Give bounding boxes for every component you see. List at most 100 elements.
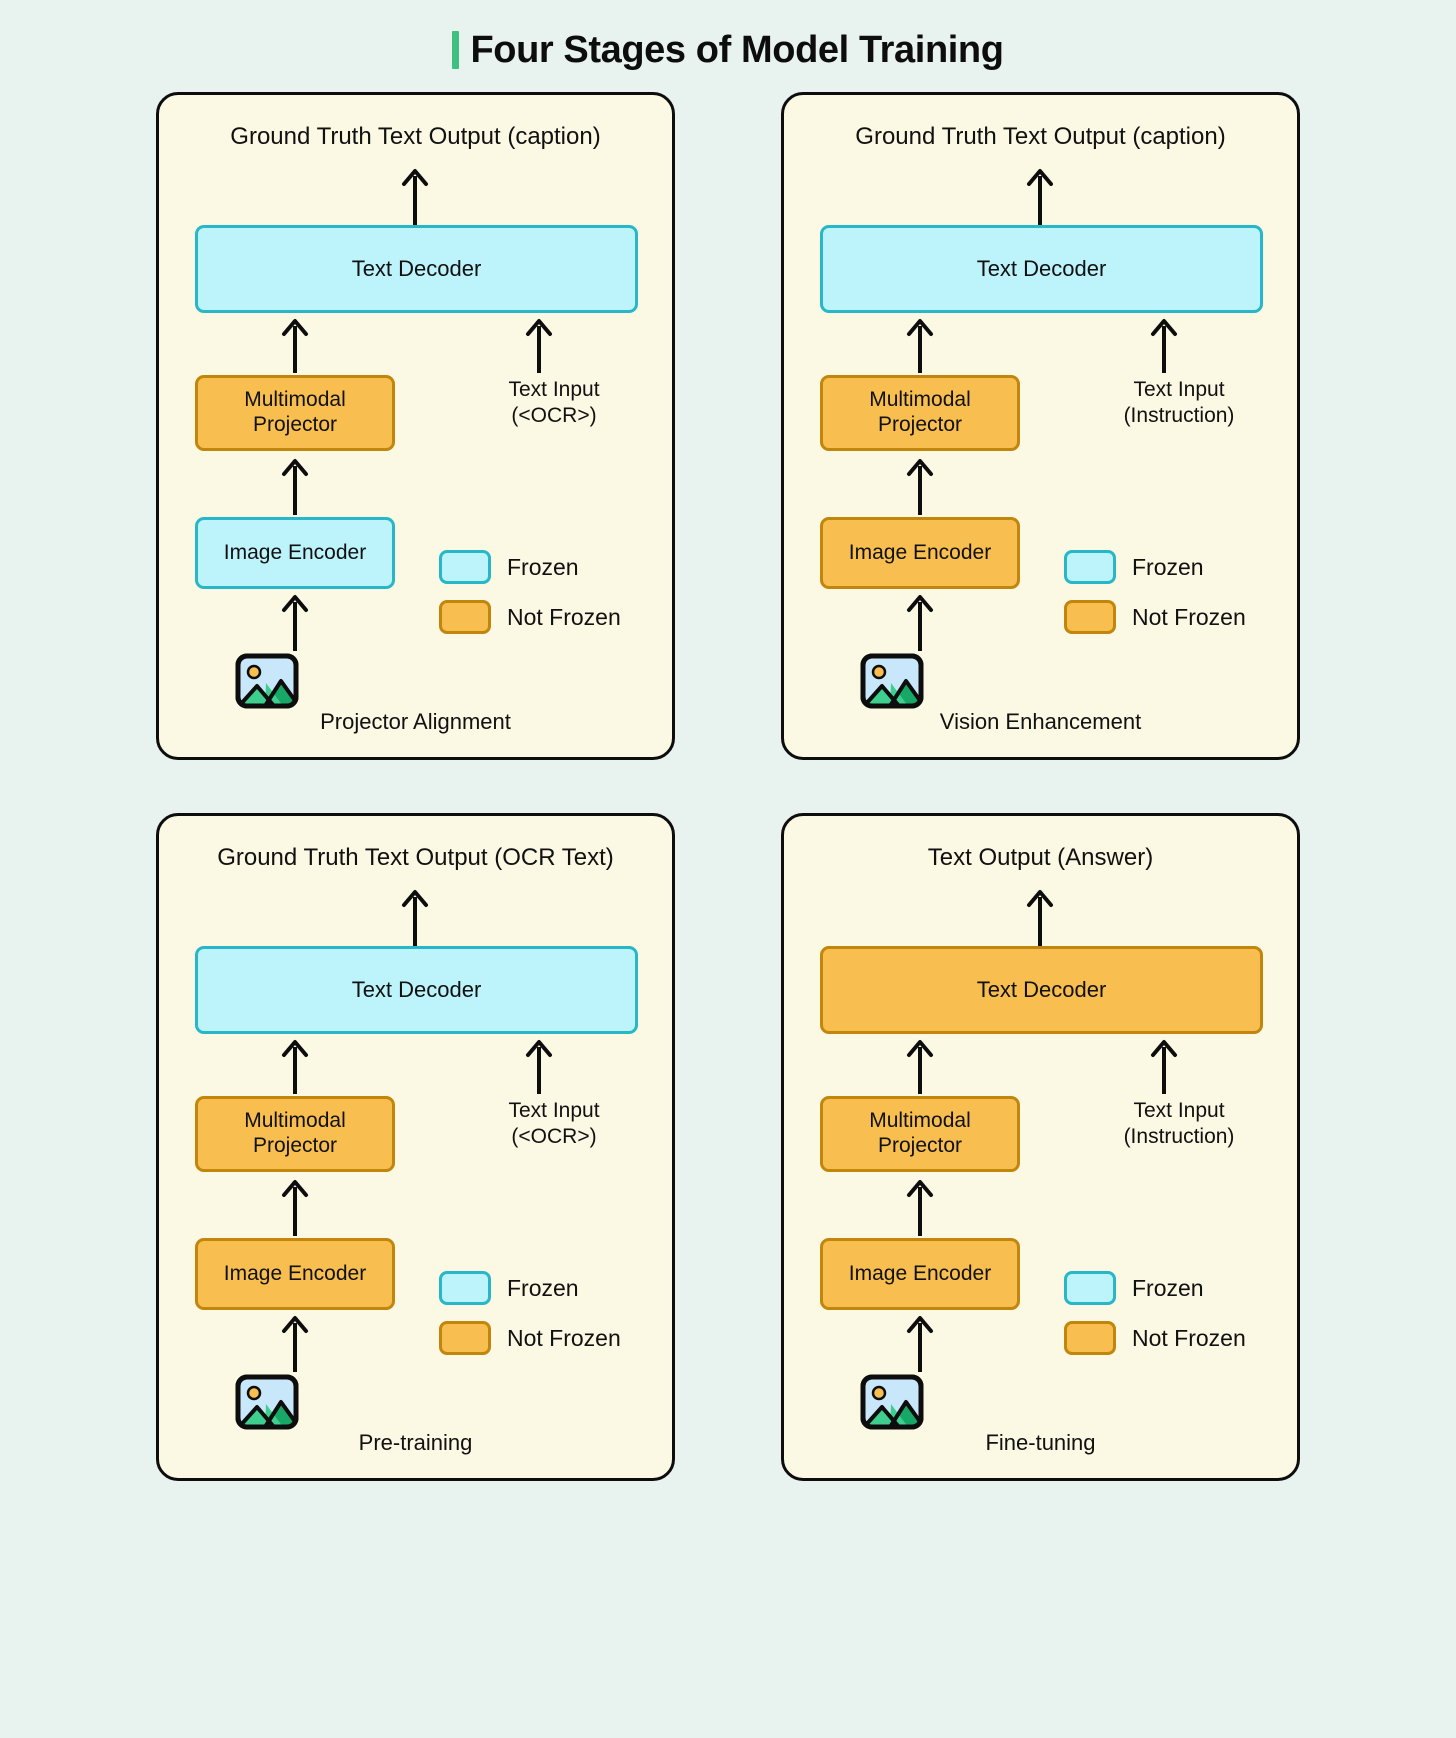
multimodal-projector-label-line1: Multimodal — [869, 1109, 971, 1133]
legend-swatch-frozen — [1064, 550, 1116, 584]
legend-row-not-frozen: Not Frozen — [439, 600, 621, 634]
legend-label-not-frozen: Not Frozen — [1132, 603, 1246, 630]
panel-heading: Ground Truth Text Output (caption) — [855, 123, 1226, 150]
multimodal-projector-label-line1: Multimodal — [244, 1109, 346, 1133]
image-placeholder-icon — [235, 653, 299, 709]
multimodal-projector-label-line1: Multimodal — [869, 388, 971, 412]
arrow-up-icon — [400, 888, 430, 946]
image-encoder-box[interactable]: Image Encoder — [195, 1238, 395, 1310]
multimodal-projector-label-line2: Projector — [877, 1134, 962, 1157]
arrow-up-icon — [1025, 888, 1055, 946]
multimodal-projector-label-line2: Projector — [252, 413, 337, 436]
arrow-up-icon — [905, 317, 935, 373]
multimodal-projector-label-line2: Projector — [252, 1134, 337, 1157]
legend-swatch-not-frozen — [1064, 600, 1116, 634]
arrow-up-icon — [400, 167, 430, 225]
text-input-line2: (Instruction) — [1123, 403, 1235, 427]
text-decoder-box[interactable]: Text Decoder — [195, 946, 638, 1034]
panel-caption: Pre-training — [358, 1430, 473, 1455]
legend-row-not-frozen: Not Frozen — [1064, 600, 1246, 634]
text-input-line2: (<OCR>) — [511, 1124, 597, 1148]
legend-swatch-frozen — [1064, 1271, 1116, 1305]
panel-vision-enhancement: Ground Truth Text Output (caption) Text D… — [781, 92, 1300, 760]
title-accent-bar — [452, 31, 460, 69]
legend-swatch-not-frozen — [1064, 1321, 1116, 1355]
panel-heading: Ground Truth Text Output (caption) — [230, 123, 601, 150]
panel-heading: Text Output (Answer) — [927, 844, 1154, 871]
panel-caption: Vision Enhancement — [939, 709, 1142, 734]
text-input-label: Text Input(Instruction) — [1084, 1098, 1274, 1149]
legend-swatch-not-frozen — [439, 1321, 491, 1355]
arrow-up-icon — [280, 1038, 310, 1094]
multimodal-projector-label-line1: Multimodal — [244, 388, 346, 412]
legend-swatch-frozen — [439, 550, 491, 584]
image-placeholder-icon — [235, 1374, 299, 1430]
text-input-label: Text Input(<OCR>) — [459, 1098, 649, 1149]
arrow-up-icon — [524, 317, 554, 373]
page-title: Four Stages of Model Training — [470, 28, 1004, 71]
panel-projector-alignment: Ground Truth Text Output (caption) Text D… — [156, 92, 675, 760]
text-input-label: Text Input(Instruction) — [1084, 377, 1274, 428]
panel-pre-training: Ground Truth Text Output (OCR Text) Text … — [156, 813, 675, 1481]
text-decoder-label: Text Decoder — [976, 977, 1107, 1003]
image-encoder-label: Image Encoder — [223, 1261, 367, 1285]
image-placeholder-icon — [860, 653, 924, 709]
text-input-line2: (<OCR>) — [511, 403, 597, 427]
text-decoder-label: Text Decoder — [351, 977, 482, 1003]
legend-row-not-frozen: Not Frozen — [1064, 1321, 1246, 1355]
image-encoder-label: Image Encoder — [223, 540, 367, 564]
arrow-up-icon — [280, 1314, 310, 1372]
legend-row-frozen: Frozen — [1064, 1271, 1246, 1305]
text-input-label: Text Input(<OCR>) — [459, 377, 649, 428]
text-decoder-box[interactable]: Text Decoder — [820, 225, 1263, 313]
legend-label-not-frozen: Not Frozen — [1132, 1324, 1246, 1351]
arrow-up-icon — [1149, 317, 1179, 373]
legend-label-not-frozen: Not Frozen — [507, 1324, 621, 1351]
text-input-line2: (Instruction) — [1123, 1124, 1235, 1148]
text-decoder-box[interactable]: Text Decoder — [820, 946, 1263, 1034]
text-decoder-label: Text Decoder — [976, 256, 1107, 282]
image-placeholder-icon — [860, 1374, 924, 1430]
legend-label-frozen: Frozen — [507, 1274, 579, 1301]
arrow-up-icon — [1149, 1038, 1179, 1094]
text-input-line1: Text Input — [508, 378, 600, 401]
multimodal-projector-label-line2: Projector — [877, 413, 962, 436]
page-header: Four Stages of Model Training — [0, 0, 1456, 92]
legend-swatch-frozen — [439, 1271, 491, 1305]
image-encoder-box[interactable]: Image Encoder — [820, 1238, 1020, 1310]
legend-row-frozen: Frozen — [439, 1271, 621, 1305]
panel-grid: Ground Truth Text Output (caption) Text D… — [0, 92, 1456, 1481]
arrow-up-icon — [280, 1178, 310, 1236]
legend-row-not-frozen: Not Frozen — [439, 1321, 621, 1355]
image-encoder-box[interactable]: Image Encoder — [820, 517, 1020, 589]
legend-row-frozen: Frozen — [1064, 550, 1246, 584]
text-input-line1: Text Input — [1133, 378, 1225, 401]
arrow-up-icon — [1025, 167, 1055, 225]
text-decoder-box[interactable]: Text Decoder — [195, 225, 638, 313]
arrow-up-icon — [905, 1178, 935, 1236]
text-decoder-label: Text Decoder — [351, 256, 482, 282]
panel-caption: Projector Alignment — [320, 709, 511, 734]
legend-label-not-frozen: Not Frozen — [507, 603, 621, 630]
panel-caption: Fine-tuning — [985, 1430, 1096, 1455]
legend-row-frozen: Frozen — [439, 550, 621, 584]
arrow-up-icon — [905, 1038, 935, 1094]
legend-label-frozen: Frozen — [1132, 1274, 1204, 1301]
legend-swatch-not-frozen — [439, 600, 491, 634]
text-input-line1: Text Input — [508, 1099, 600, 1122]
image-encoder-box[interactable]: Image Encoder — [195, 517, 395, 589]
panel-heading: Ground Truth Text Output (OCR Text) — [217, 844, 614, 871]
arrow-up-icon — [905, 1314, 935, 1372]
image-encoder-label: Image Encoder — [848, 540, 992, 564]
legend-label-frozen: Frozen — [1132, 553, 1204, 580]
text-input-line1: Text Input — [1133, 1099, 1225, 1122]
arrow-up-icon — [280, 457, 310, 515]
